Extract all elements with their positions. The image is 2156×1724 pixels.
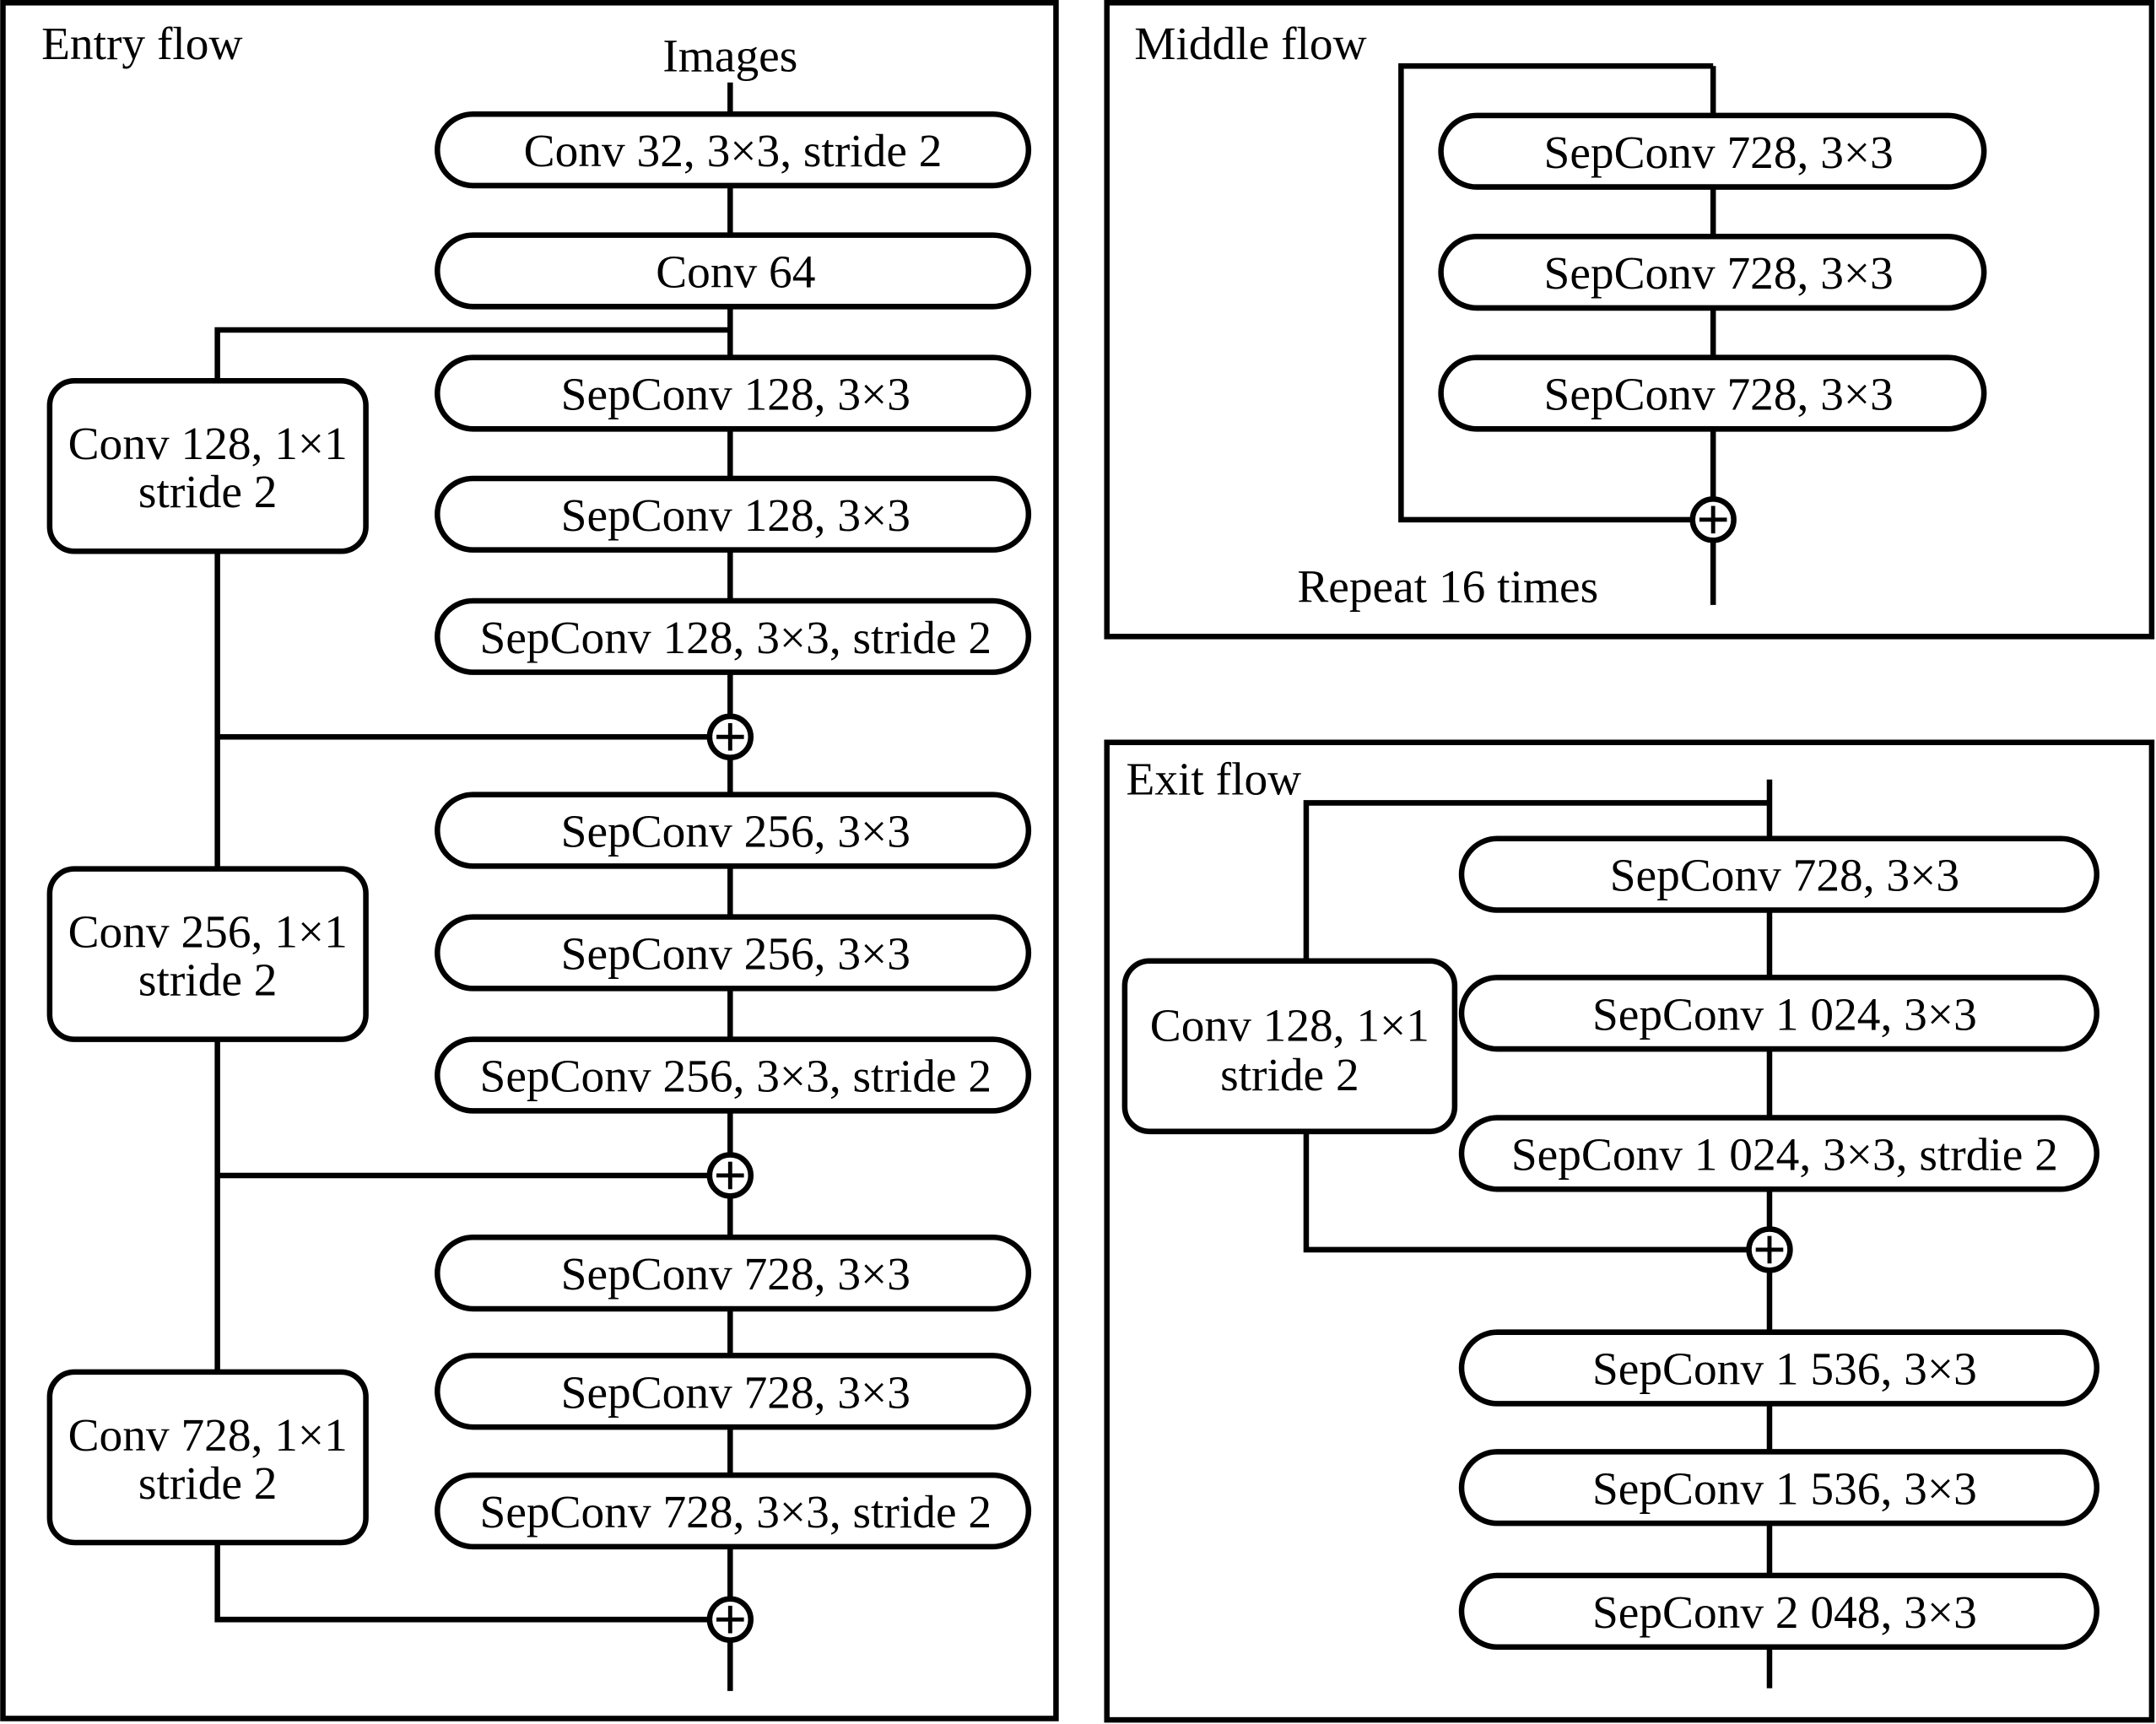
adder-icon: [706, 1152, 754, 1199]
shortcut-label-line1: Conv 128, 1×1: [68, 418, 348, 469]
layer-label: SepConv 1 024, 3×3: [1592, 988, 1977, 1040]
shortcut-label-line2: stride 2: [1220, 1049, 1359, 1100]
middle-flow-panel: Middle flow SepConv 728, 3×3 SepConv 728…: [1104, 0, 2155, 640]
layer-node: SepConv 728, 3×3: [1438, 233, 1987, 311]
repeat-label: Repeat 16 times: [1297, 561, 1598, 613]
layer-node: SepConv 728, 3×3: [1438, 354, 1987, 432]
shortcut-label-line2: stride 2: [138, 466, 278, 517]
layer-label: SepConv 256, 3×3: [561, 806, 910, 857]
shortcut-label-line1: Conv 728, 1×1: [68, 1409, 348, 1461]
layer-label: SepConv 1 024, 3×3, strdie 2: [1511, 1128, 2058, 1180]
entry-flow-panel: Entry flow Images Conv 32, 3×3, stride 2…: [0, 0, 1059, 1721]
layer-node: SepConv 728, 3×3: [435, 1235, 1032, 1312]
layer-label: SepConv 728, 3×3: [1544, 368, 1894, 419]
layer-node: SepConv 728, 3×3: [1438, 112, 1987, 190]
layer-label: SepConv 728, 3×3: [561, 1248, 910, 1300]
middle-shortcut-path: [1398, 62, 1714, 523]
layer-node: SepConv 256, 3×3: [435, 792, 1032, 869]
layer-label: SepConv 256, 3×3: [561, 928, 910, 980]
layer-label: Conv 64: [656, 246, 815, 297]
shortcut-label-line1: Conv 256, 1×1: [68, 906, 348, 958]
exit-flow-panel: Exit flow SepConv 728, 3×3 SepConv 1 024…: [1104, 739, 2155, 1723]
shortcut-node: Conv 128, 1×1 stride 2: [46, 378, 369, 554]
entry-flow-frame: [0, 0, 1059, 1721]
layer-node: SepConv 128, 3×3: [435, 475, 1032, 553]
layer-node: SepConv 1 024, 3×3: [1458, 975, 2099, 1052]
entry-flow-title: Entry flow: [41, 18, 242, 69]
exit-flow-frame: [1104, 739, 2155, 1723]
layer-label: Conv 32, 3×3, stride 2: [524, 125, 943, 176]
adder-icon: [706, 1596, 754, 1643]
shortcut-node: Conv 128, 1×1 stride 2: [1121, 958, 1458, 1135]
layer-label: SepConv 728, 3×3: [561, 1366, 910, 1418]
layer-node: Conv 64: [435, 232, 1032, 310]
adder-icon: [1689, 496, 1737, 543]
layer-label: SepConv 128, 3×3, stride 2: [480, 612, 992, 663]
layer-node: SepConv 256, 3×3, stride 2: [435, 1036, 1032, 1114]
layer-label: SepConv 1 536, 3×3: [1592, 1343, 1977, 1395]
layer-node: SepConv 1 536, 3×3: [1458, 1329, 2099, 1407]
layer-label: SepConv 728, 3×3: [1610, 850, 1959, 901]
layer-node: SepConv 128, 3×3: [435, 354, 1032, 432]
layer-label: SepConv 1 536, 3×3: [1592, 1462, 1977, 1514]
layer-label: SepConv 728, 3×3: [1544, 127, 1894, 178]
shortcut-node: Conv 256, 1×1 stride 2: [46, 866, 369, 1042]
input-label: Images: [662, 30, 797, 82]
adder-icon: [706, 713, 754, 760]
layer-label: SepConv 256, 3×3, stride 2: [480, 1051, 992, 1102]
middle-flow-frame: [1104, 0, 2155, 640]
layer-node: SepConv 728, 3×3: [1458, 835, 2099, 913]
layer-node: SepConv 128, 3×3, stride 2: [435, 597, 1032, 675]
layer-node: SepConv 1 024, 3×3, strdie 2: [1458, 1115, 2099, 1192]
layer-node: SepConv 728, 3×3: [435, 1353, 1032, 1430]
layer-node: SepConv 1 536, 3×3: [1458, 1449, 2099, 1527]
layer-label: SepConv 728, 3×3, stride 2: [480, 1486, 992, 1538]
shortcut-label-line2: stride 2: [138, 1457, 278, 1509]
middle-flow-title: Middle flow: [1134, 18, 1366, 69]
layer-node: SepConv 2 048, 3×3: [1458, 1572, 2099, 1651]
layer-label: SepConv 128, 3×3: [561, 368, 910, 419]
layer-node: SepConv 256, 3×3: [435, 914, 1032, 992]
layer-node: Conv 32, 3×3, stride 2: [435, 111, 1032, 189]
exit-flow-title: Exit flow: [1127, 754, 1302, 805]
shortcut-label-line2: stride 2: [138, 954, 278, 1006]
layer-label: SepConv 2 048, 3×3: [1592, 1586, 1977, 1638]
shortcut-label-line1: Conv 128, 1×1: [1150, 999, 1429, 1051]
layer-label: SepConv 728, 3×3: [1544, 247, 1894, 299]
layer-label: SepConv 128, 3×3: [561, 489, 910, 541]
shortcut-node: Conv 728, 1×1 stride 2: [46, 1369, 369, 1546]
adder-icon: [1746, 1226, 1793, 1273]
layer-node: SepConv 728, 3×3, stride 2: [435, 1472, 1032, 1550]
